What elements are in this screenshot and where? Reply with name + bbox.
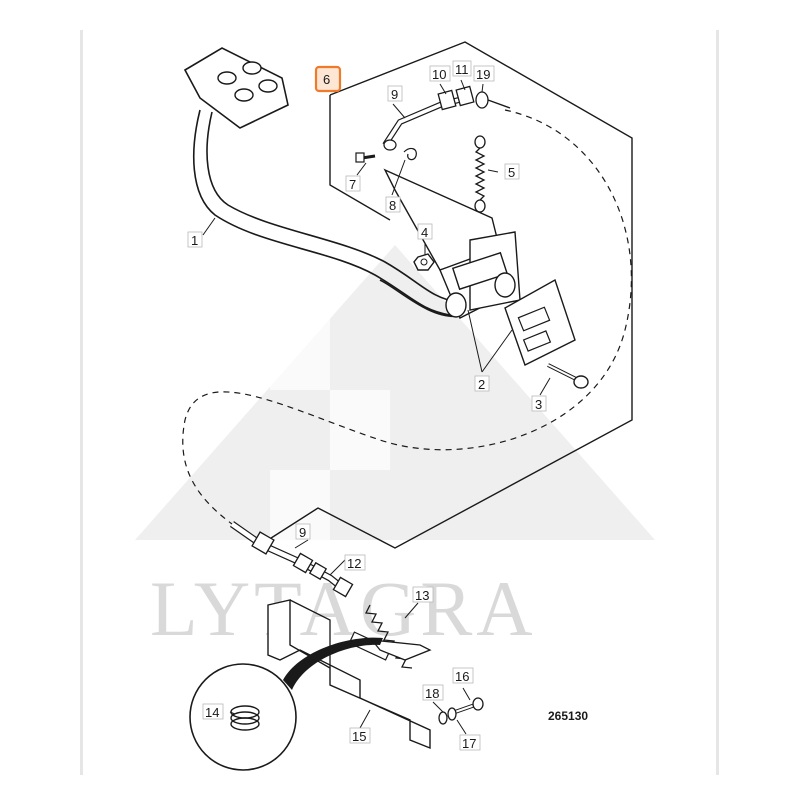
- left-frame-line: [80, 30, 83, 775]
- callout-11: 11: [452, 60, 472, 77]
- callout-8: 8: [385, 196, 401, 213]
- svg-text:5: 5: [508, 165, 515, 180]
- callout-13: 13: [412, 586, 434, 603]
- reference-number: 265130: [548, 709, 588, 723]
- svg-text:11: 11: [455, 62, 469, 77]
- svg-text:17: 17: [462, 736, 476, 751]
- callout-5: 5: [504, 163, 520, 180]
- callout-15: 15: [349, 727, 371, 744]
- pedal-pad: [183, 47, 289, 129]
- svg-text:13: 13: [415, 588, 429, 603]
- highlighted-callout-6[interactable]: 6: [314, 65, 342, 93]
- callout-9-upper: 9: [387, 85, 403, 102]
- svg-text:18: 18: [425, 686, 439, 701]
- watermark-text: LYTAGRA: [150, 565, 537, 652]
- bushing-plate: [504, 278, 576, 366]
- detail-magnifier: [189, 637, 383, 771]
- leader-lines: [202, 79, 551, 735]
- bolt: [547, 363, 589, 389]
- nut: [413, 253, 435, 271]
- svg-text:12: 12: [347, 556, 361, 571]
- svg-text:3: 3: [535, 397, 542, 412]
- callout-1: 1: [187, 231, 203, 248]
- callout-7: 7: [345, 175, 361, 192]
- callout-2: 2: [474, 375, 490, 392]
- callout-labels: 1 2 3 4 5 7 8 9 10 11 19 9 12 13 14 15 1…: [187, 60, 547, 751]
- svg-text:6: 6: [323, 72, 330, 87]
- callout-17: 17: [459, 734, 481, 751]
- callout-3: 3: [531, 395, 547, 412]
- callout-9-lower: 9: [295, 523, 311, 540]
- return-spring: [474, 135, 486, 213]
- assembly-outline: [267, 41, 633, 549]
- svg-text:10: 10: [432, 67, 446, 82]
- svg-text:8: 8: [389, 198, 396, 213]
- svg-text:2: 2: [478, 377, 485, 392]
- svg-text:4: 4: [421, 225, 428, 240]
- mounting-bracket: [383, 168, 521, 319]
- cable-route-dashed: [182, 109, 632, 525]
- clip: [403, 147, 417, 161]
- watermark: LYTAGRA: [135, 245, 655, 652]
- svg-text:19: 19: [476, 67, 490, 82]
- svg-text:14: 14: [205, 705, 219, 720]
- callout-18: 18: [422, 684, 444, 701]
- svg-text:9: 9: [391, 87, 398, 102]
- callout-14: 14: [202, 703, 224, 720]
- tension-spring: [364, 604, 432, 669]
- bolt-washer-set: [438, 697, 484, 725]
- svg-text:7: 7: [349, 177, 356, 192]
- screw: [355, 152, 376, 163]
- cable-upper-end: [382, 85, 511, 151]
- callout-4: 4: [417, 223, 433, 240]
- callout-16: 16: [452, 667, 474, 684]
- svg-text:1: 1: [191, 233, 198, 248]
- cable-lower-end: [229, 521, 354, 598]
- right-frame-line: [716, 30, 719, 775]
- svg-text:9: 9: [299, 525, 306, 540]
- svg-text:16: 16: [455, 669, 469, 684]
- svg-text:15: 15: [352, 729, 366, 744]
- callout-12: 12: [344, 554, 366, 571]
- callout-19: 19: [473, 65, 495, 82]
- callout-10: 10: [429, 65, 451, 82]
